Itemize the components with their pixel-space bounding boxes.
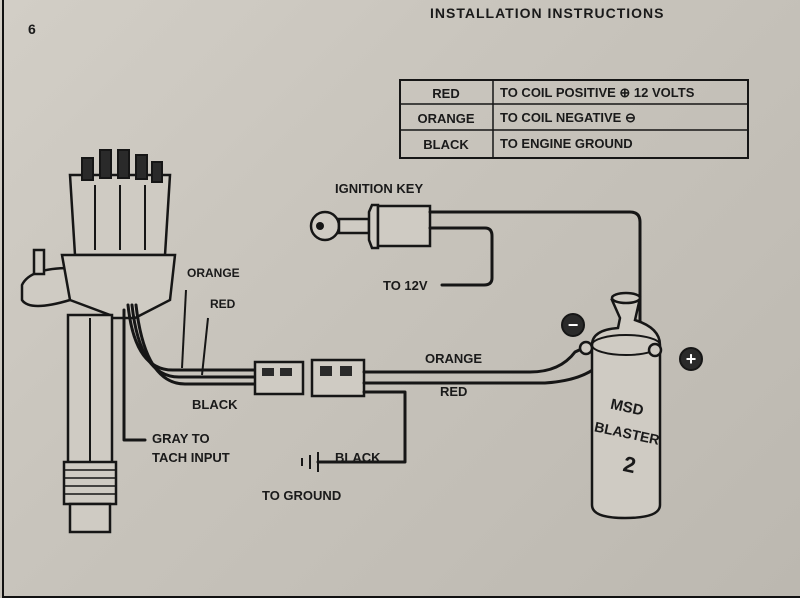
distributor [20, 149, 177, 534]
distributor-orange-label: ORANGE [187, 266, 240, 280]
gray-tach-label-line2: TACH INPUT [152, 450, 230, 465]
msd-blaster-coil: − + MSD BLASTER 2 [561, 291, 703, 520]
harness-connector [253, 358, 366, 398]
legend-desc-red: TO COIL POSITIVE ⊕ 12 VOLTS [500, 85, 695, 100]
red-pointer [201, 317, 209, 376]
distributor-housing [60, 253, 177, 320]
coil-positive-terminal [647, 342, 663, 358]
coil-harness [301, 343, 607, 472]
legend-desc-orange: TO COIL NEGATIVE ⊖ [500, 110, 636, 125]
negative-symbol: − [568, 315, 579, 335]
ignition-key [309, 203, 654, 350]
coil-orange-label: ORANGE [425, 351, 482, 366]
positive-symbol: + [686, 349, 697, 369]
page-title: INSTALLATION INSTRUCTIONS [430, 5, 664, 21]
to-ground-label: TO GROUND [262, 488, 341, 503]
orange-pointer [181, 289, 187, 369]
color-legend-table: RED TO COIL POSITIVE ⊕ 12 VOLTS ORANGE T… [399, 79, 749, 159]
vacuum-advance [20, 266, 72, 308]
distributor-red-label: RED [210, 297, 236, 311]
legend-desc-black: TO ENGINE GROUND [500, 136, 633, 151]
coil-negative-terminal [578, 340, 594, 356]
distributor-harness [122, 289, 257, 442]
coil-red-label: RED [440, 384, 467, 399]
ground-black-label: BLACK [335, 450, 381, 465]
coil-number: 2 [621, 451, 638, 478]
ignition-key-label: IGNITION KEY [335, 181, 423, 196]
legend-color-red: RED [432, 86, 459, 101]
page-number: 6 [28, 21, 36, 37]
coil-brand: MSD [609, 396, 645, 420]
legend-color-orange: ORANGE [417, 111, 474, 126]
distributor-black-label: BLACK [192, 397, 238, 412]
gray-tach-label-line1: GRAY TO [152, 431, 210, 446]
to-12v-label: TO 12V [383, 278, 428, 293]
legend-color-black: BLACK [423, 137, 469, 152]
